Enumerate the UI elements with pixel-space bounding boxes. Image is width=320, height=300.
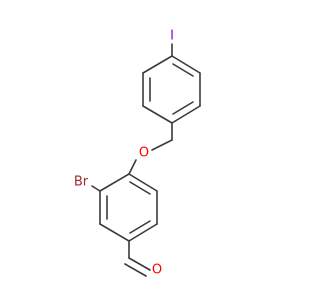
aldehyde-group bbox=[124, 240, 151, 277]
ring1-bond-3 bbox=[171, 105, 201, 124]
ring2-bond-1 bbox=[99, 173, 130, 192]
ring2-bond-3 bbox=[99, 223, 130, 242]
ring2-bond-6 bbox=[128, 173, 158, 192]
bond-o-ring2 bbox=[128, 159, 137, 175]
bond-ch2-o bbox=[151, 139, 173, 151]
iodine-label: I bbox=[170, 29, 174, 44]
benzyl-ether-linker bbox=[128, 122, 173, 175]
bromine-label: Br bbox=[74, 175, 89, 190]
bromobenzaldehyde-ring bbox=[91, 173, 158, 242]
ring1-double-2 bbox=[172, 101, 194, 115]
ring1-bond-6 bbox=[142, 55, 173, 74]
ring2-bond-4 bbox=[128, 223, 158, 242]
bond-ring2-br bbox=[91, 185, 101, 192]
ether-oxygen-label: O bbox=[139, 146, 149, 161]
bond-c-o-1 bbox=[128, 257, 151, 271]
bond-c-o-2 bbox=[124, 263, 147, 277]
ring1-bond-4 bbox=[142, 105, 173, 124]
ring1-bond-1 bbox=[171, 55, 201, 74]
iodophenyl-ring bbox=[142, 43, 201, 124]
structure-diagram: I Br O O bbox=[74, 29, 201, 278]
ring1-double-1 bbox=[172, 63, 194, 77]
ring2-double-2 bbox=[129, 220, 151, 234]
ring2-double-3 bbox=[129, 181, 151, 195]
aldehyde-oxygen-label: O bbox=[152, 263, 162, 278]
